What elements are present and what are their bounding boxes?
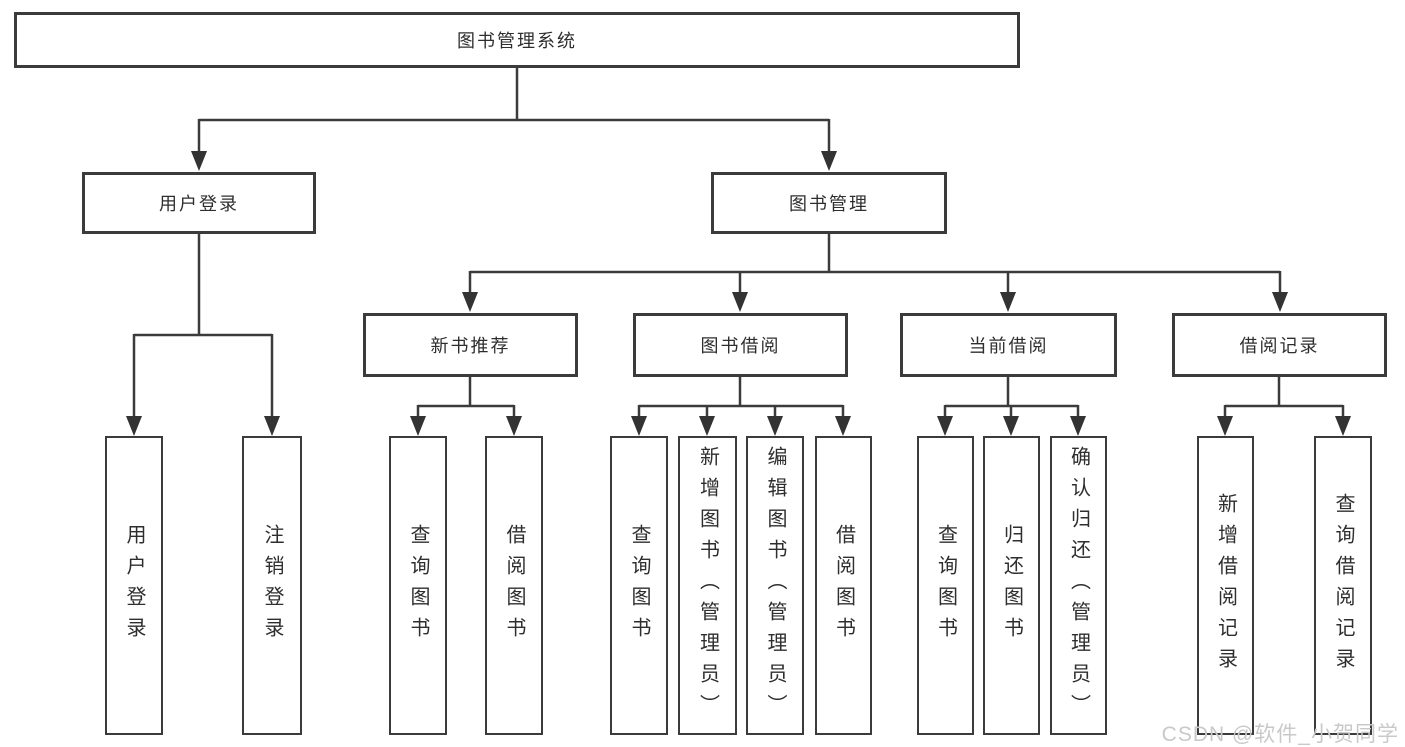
watermark: CSDN @软件_小贺同学	[1161, 723, 1399, 746]
node-user-login: 用户登录	[82, 172, 316, 234]
connector-book-mgmt-to-level3	[462, 233, 1288, 312]
connector-records-to-leaves	[1217, 377, 1351, 436]
connector-new-book-to-leaves	[410, 377, 522, 436]
node-borrow-records: 借阅记录	[1172, 313, 1387, 377]
leaf-newrec-borrow-books: 借阅图书	[485, 436, 543, 735]
node-new-book-recommend: 新书推荐	[363, 313, 578, 377]
leaf-borrow-query-books: 查询图书	[610, 436, 668, 735]
leaf-current-query-books: 查询图书	[917, 436, 974, 735]
node-library-system: 图书管理系统	[14, 12, 1020, 68]
leaf-newrec-query-books: 查询图书	[389, 436, 447, 735]
leaf-logout-login: 注销登录	[242, 436, 302, 735]
leaf-current-return-books: 归还图书	[983, 436, 1040, 735]
leaf-borrow-add-books-admin: 新增图书（管理员）	[678, 436, 737, 735]
node-book-management: 图书管理	[711, 172, 947, 234]
leaf-current-confirm-return-admin: 确认归还（管理员）	[1050, 436, 1107, 735]
connector-current-borrow-to-leaves	[937, 377, 1086, 436]
leaf-records-query-borrow-record: 查询借阅记录	[1314, 436, 1372, 735]
leaf-user-login: 用户登录	[105, 436, 163, 735]
leaf-borrow-borrow-books: 借阅图书	[815, 436, 872, 735]
connector-user-login-to-leaves	[126, 233, 280, 436]
node-book-borrow: 图书借阅	[633, 313, 848, 377]
connector-root-to-level2	[191, 66, 837, 171]
leaf-records-add-borrow-record: 新增借阅记录	[1197, 436, 1254, 735]
node-current-borrow: 当前借阅	[900, 313, 1117, 377]
connector-book-borrow-to-leaves	[631, 377, 851, 436]
leaf-borrow-edit-books-admin: 编辑图书（管理员）	[746, 436, 804, 735]
